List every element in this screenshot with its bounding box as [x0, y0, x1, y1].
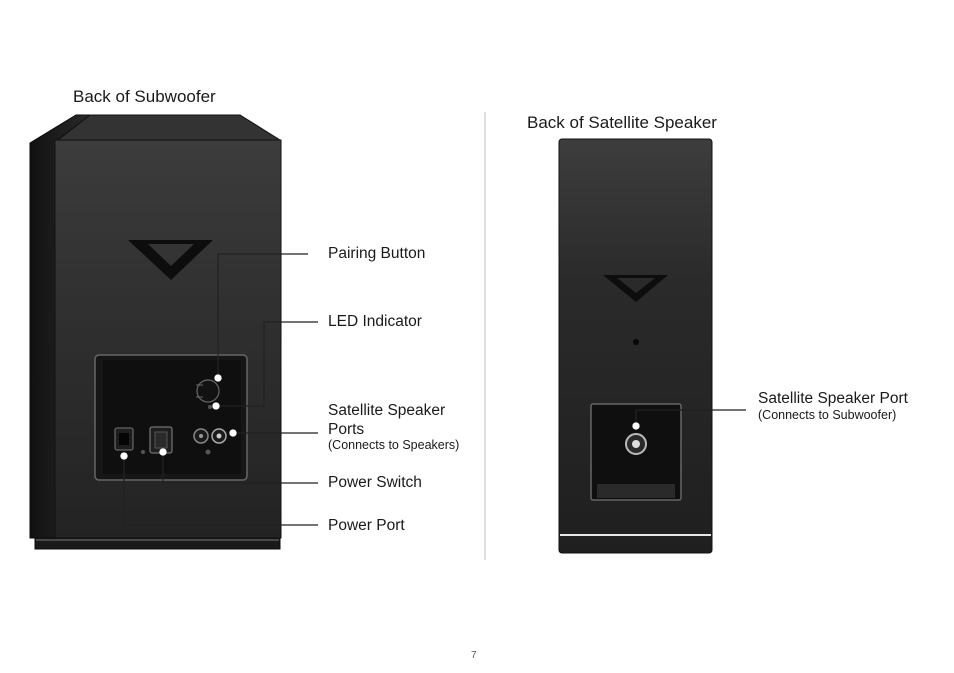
led-hole	[633, 339, 639, 345]
satellite-speaker-illustration	[558, 138, 713, 554]
satellite-ports-label-2: Ports	[328, 421, 365, 438]
vizio-logo	[128, 240, 213, 280]
pairing-button-label: Pairing Button	[328, 245, 426, 262]
satellite-port-label: Satellite Speaker Port	[758, 390, 908, 407]
subwoofer-heading: Back of Subwoofer	[73, 87, 216, 106]
pairing-button-graphic	[196, 379, 220, 403]
subwoofer-illustration	[29, 114, 282, 550]
satellite-port-note: (Connects to Subwoofer)	[758, 408, 897, 422]
satellite-ports-note: (Connects to Speakers)	[328, 438, 460, 452]
satellite-heading: Back of Satellite Speaker	[527, 113, 717, 132]
satellite-ports-label-1: Satellite Speaker	[328, 402, 446, 419]
subwoofer-callouts	[120, 253, 318, 526]
led-graphic	[208, 405, 212, 409]
page-number: 7	[471, 650, 477, 661]
led-indicator-label: LED Indicator	[328, 313, 422, 330]
power-port-label: Power Port	[328, 517, 405, 534]
satellite-callouts	[632, 409, 746, 430]
vizio-logo-small	[603, 275, 668, 302]
power-switch-label: Power Switch	[328, 474, 422, 491]
